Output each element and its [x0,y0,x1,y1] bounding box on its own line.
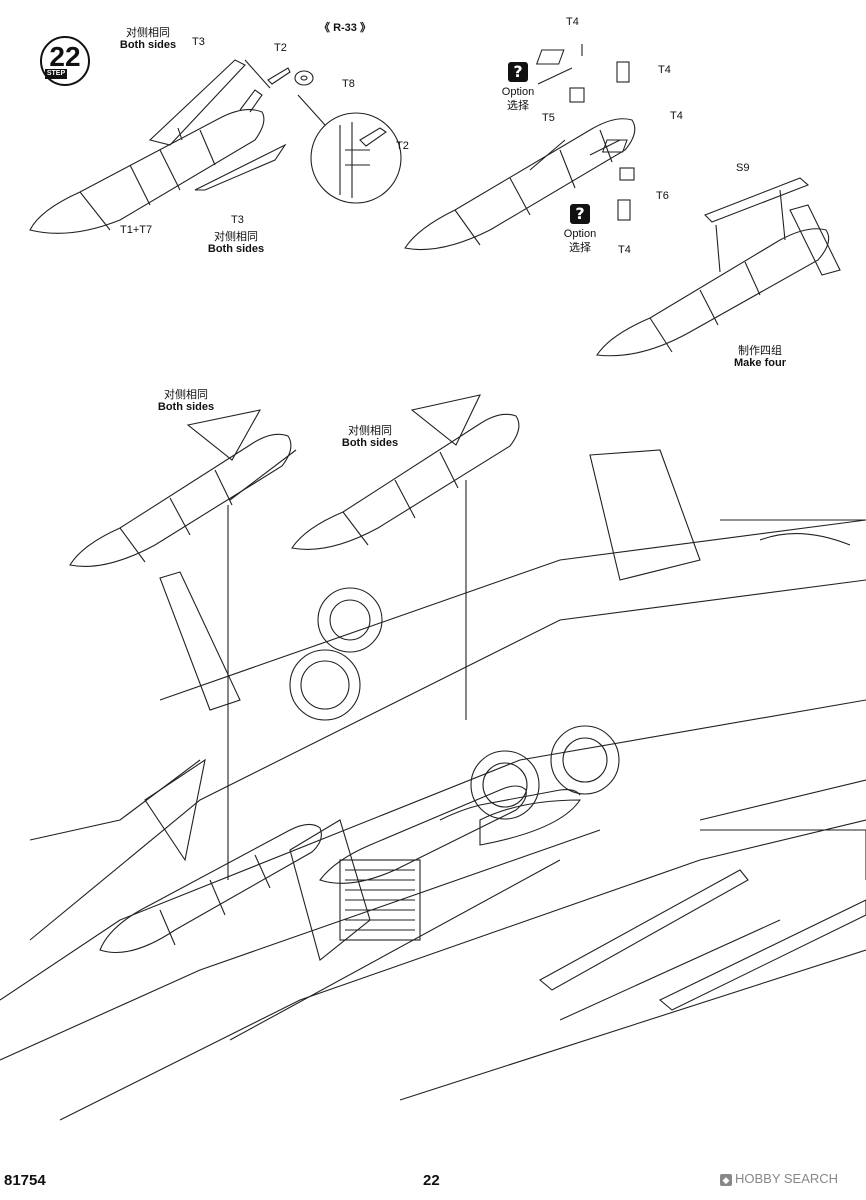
step-number: 22 [49,41,81,72]
label-cn: 对侧相同 [126,26,170,39]
part-t4-b: T4 [658,64,671,76]
label-cn: 选择 [507,99,529,112]
watermark-text: HOBBY SEARCH [735,1171,839,1186]
part-t8: T8 [342,78,355,90]
option-question-icon: ? [508,62,528,82]
part-t4-c: T4 [670,110,683,122]
missile-mid-left [69,409,297,880]
label-both-sides-top-left-b: 对侧相同 Both sides [196,230,276,256]
part-t2-detail: T2 [396,140,409,152]
part-t3-a: T3 [192,36,205,48]
part-t3-b: T3 [231,214,244,226]
label-option-b: Option 选择 [556,228,604,254]
label-both-sides-top-left: 对侧相同 Both sides [108,26,188,52]
label-cn: 对侧相同 [164,388,208,401]
part-t1-t7: T1+T7 [120,224,153,236]
label-both-sides-mid-center: 对侧相同 Both sides [330,424,410,450]
label-both-sides-mid-left: 对侧相同 Both sides [146,388,226,414]
label-cn: 对侧相同 [348,424,392,437]
label-cn: 选择 [569,241,591,254]
label-en: Both sides [157,401,215,413]
kit-code: 81754 [4,1172,46,1189]
part-t4-a: T4 [566,16,579,28]
detail-circle [297,94,402,204]
part-t4-d: T4 [618,244,631,256]
section-title: 《 R-33 》 [319,22,371,34]
part-t5: T5 [542,112,555,124]
label-en: Option [501,86,535,98]
missile-top-center [404,44,636,251]
missile-top-left [29,59,314,234]
option-question-icon-b: ? [570,204,590,224]
label-cn: 对侧相同 [214,230,258,243]
label-make-four: 制作四组 Make four [720,344,800,370]
label-en: Both sides [207,243,265,255]
label-en: Both sides [341,437,399,449]
part-t6: T6 [656,190,669,202]
label-option-a: Option 选择 [494,86,542,112]
part-t2-a: T2 [274,42,287,54]
page-number: 22 [423,1172,440,1189]
label-en: Make four [734,357,786,369]
missile-mid-center [291,394,520,720]
label-en: Option [563,228,597,240]
aircraft-fuselage [0,449,866,1121]
label-en: Both sides [119,39,177,51]
part-s9: S9 [736,162,750,174]
watermark: ◆HOBBY SEARCH [720,1171,838,1186]
missile-right [596,177,841,357]
step-word: STEP [45,69,67,79]
watermark-icon: ◆ [720,1173,732,1186]
label-cn: 制作四组 [738,344,782,357]
